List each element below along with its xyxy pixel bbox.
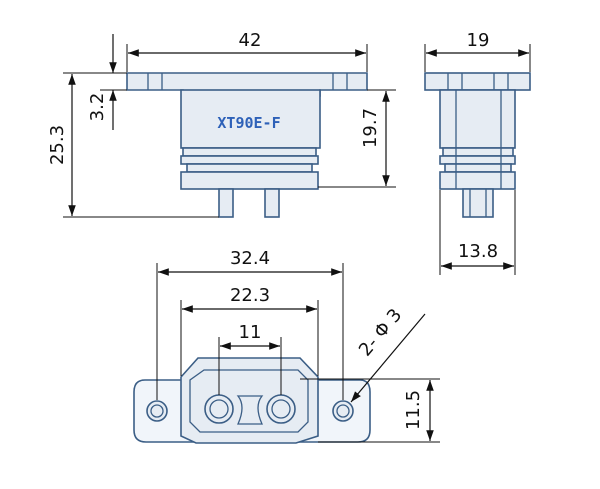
front-body [180,89,321,149]
mount-hole-right [332,400,354,422]
pin-separator [236,395,264,425]
front-pin-left [218,188,234,218]
pin-right [266,394,296,424]
dim-side-width: 19 [467,30,490,51]
dim-body-width: 22.3 [230,285,270,306]
dim-hole-spacing: 32.4 [230,248,270,269]
side-flange [424,72,531,91]
dim-bottom-height: 11.5 [403,390,424,430]
dim-side-base-width: 13.8 [458,241,498,262]
hole-callout-label: 2- Φ 3 [355,305,406,361]
front-dimensions: 42 3.2 25.3 19.7 [47,30,396,218]
dim-body-height: 19.7 [360,108,381,148]
dim-total-height: 25.3 [47,125,68,165]
dim-pin-spacing: 11 [239,322,262,343]
hole-callout-leader [350,313,426,403]
bottom-view [133,357,371,444]
front-pin-right [264,188,280,218]
side-body [439,89,516,149]
pin-left [204,394,234,424]
side-pin [462,188,494,218]
dim-flange-thickness: 3.2 [87,93,108,122]
dim-front-width: 42 [239,30,262,51]
front-view: XT90E-F [126,72,368,218]
side-view [424,72,531,218]
front-rib [182,147,317,157]
bottom-pocket [189,369,309,433]
part-marking-label: XT90E-F [217,114,280,132]
mount-hole-left [146,400,168,422]
bottom-body [180,357,319,444]
side-dimensions: 19 13.8 [424,30,531,275]
